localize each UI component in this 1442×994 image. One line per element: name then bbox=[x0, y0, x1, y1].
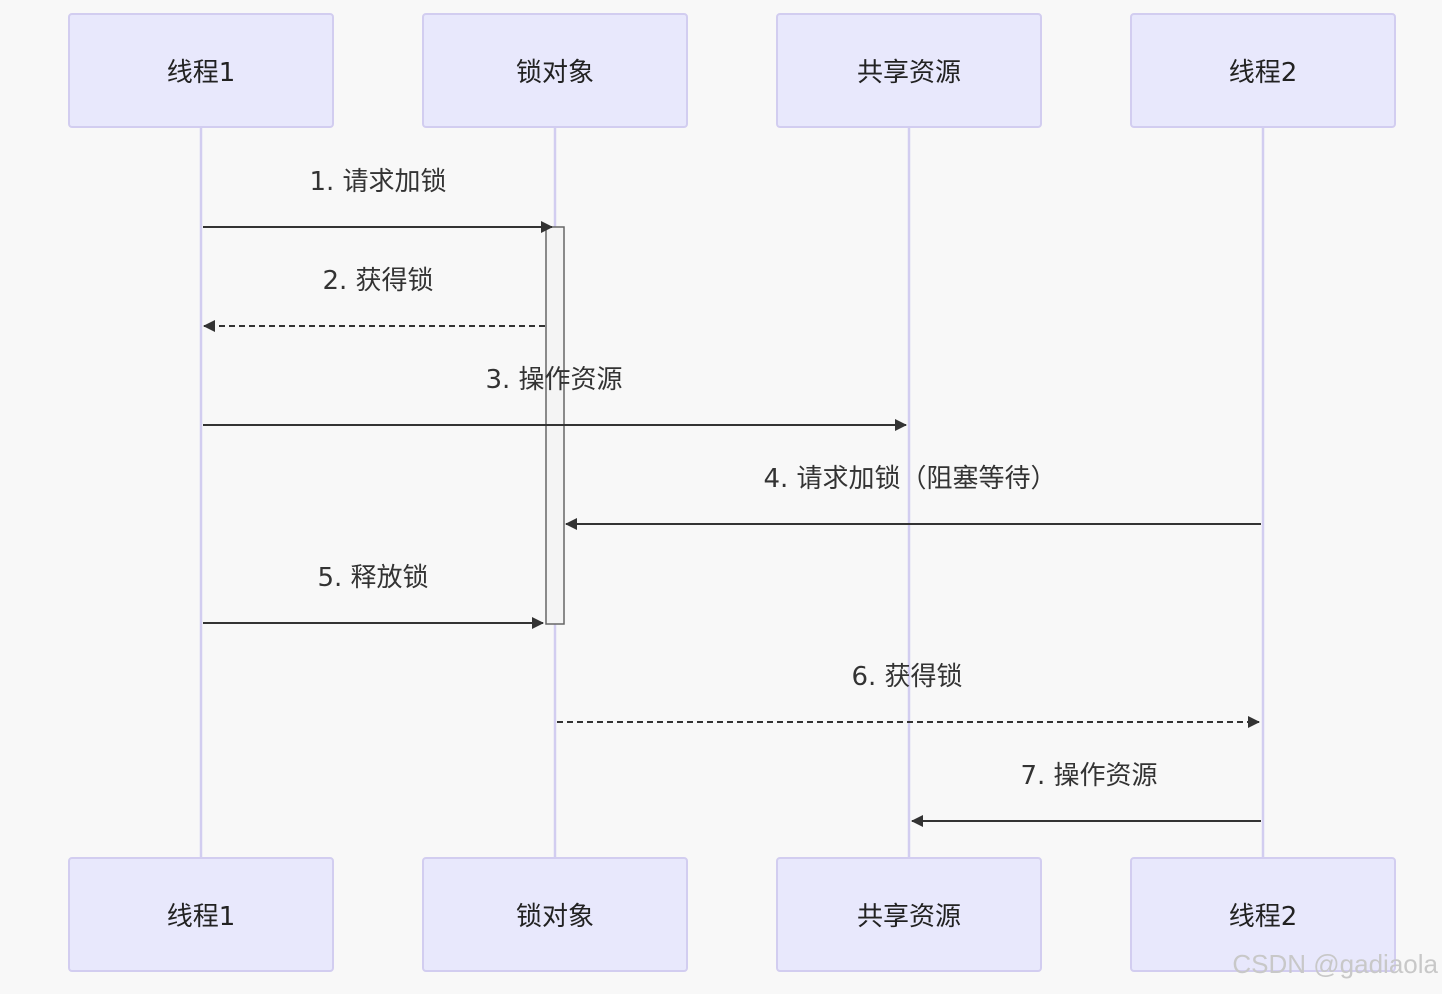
message-label-3: 3. 操作资源 bbox=[485, 365, 622, 395]
actor-label: 锁对象 bbox=[515, 58, 594, 88]
actor-label: 线程2 bbox=[1228, 58, 1298, 88]
actor-label: 线程2 bbox=[1228, 902, 1298, 932]
actor-bottom-lock: 锁对象 bbox=[422, 857, 688, 972]
actor-bottom-res: 共享资源 bbox=[776, 857, 1042, 972]
message-label-5: 5. 释放锁 bbox=[317, 563, 428, 593]
actor-top-t2: 线程2 bbox=[1130, 13, 1396, 128]
actor-top-res: 共享资源 bbox=[776, 13, 1042, 128]
actor-top-lock: 锁对象 bbox=[422, 13, 688, 128]
actor-top-t1: 线程1 bbox=[68, 13, 334, 128]
actor-bottom-t1: 线程1 bbox=[68, 857, 334, 972]
watermark-text: CSDN @gadiaola bbox=[1232, 949, 1438, 979]
actor-label: 共享资源 bbox=[856, 902, 961, 932]
message-label-4: 4. 请求加锁（阻塞等待） bbox=[763, 464, 1056, 494]
actor-bottom-t2: 线程2 bbox=[1130, 857, 1396, 972]
actor-label: 共享资源 bbox=[856, 58, 961, 88]
message-label-1: 1. 请求加锁 bbox=[309, 167, 446, 197]
actor-label: 线程1 bbox=[166, 58, 236, 88]
actor-label: 锁对象 bbox=[515, 902, 594, 932]
message-label-2: 2. 获得锁 bbox=[322, 266, 433, 296]
actor-label: 线程1 bbox=[166, 902, 236, 932]
message-label-6: 6. 获得锁 bbox=[851, 662, 962, 692]
message-label-7: 7. 操作资源 bbox=[1020, 761, 1157, 791]
